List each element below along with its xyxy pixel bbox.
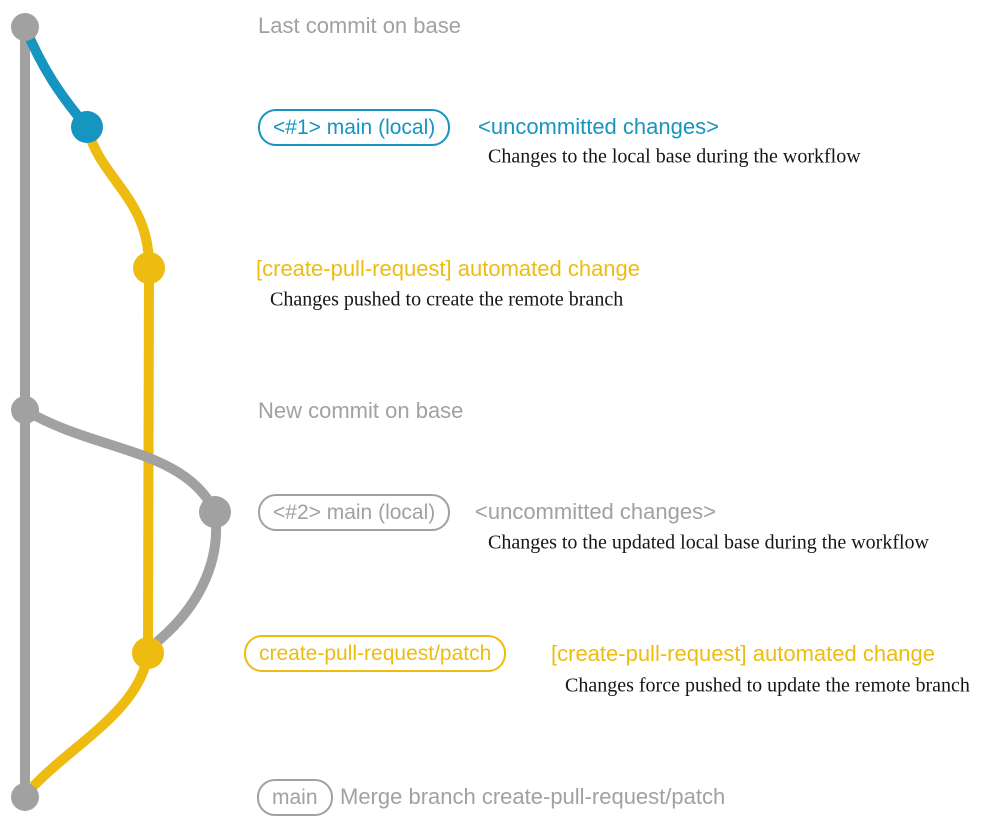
- branch-badge-main-local-2: <#2> main (local): [258, 494, 451, 531]
- commit-dot-main1: [71, 111, 103, 143]
- local-main-branch-curve: [20, 22, 92, 132]
- main2-to-patch-curve: [147, 507, 222, 651]
- commit-dot-automated1: [133, 252, 165, 284]
- branch-badge-main-local-1: <#1> main (local): [258, 109, 451, 146]
- commit-dot-last-base: [11, 13, 39, 41]
- annotation-new-commit-on-base: New commit on base: [258, 398, 464, 423]
- patch-merge-curve: [23, 648, 153, 797]
- event-title-automated-2: [create-pull-request] automated change: [551, 641, 936, 666]
- commit-dot-automated2: [132, 637, 164, 669]
- event-title-uncommitted-2: <uncommitted changes>: [475, 499, 716, 524]
- event-title-uncommitted-1: <uncommitted changes>: [478, 114, 719, 139]
- event-title-automated-1: [create-pull-request] automated change: [256, 256, 641, 281]
- patch-branch-curve: [82, 122, 155, 273]
- commit-dot-merge: [11, 783, 39, 811]
- event-caption-automated-1: Changes pushed to create the remote bran…: [270, 288, 624, 311]
- branch-badge-main: main: [257, 779, 333, 816]
- base-to-main2-curve: [20, 405, 220, 517]
- git-graph: [11, 13, 231, 811]
- event-caption-uncommitted-2: Changes to the updated local base during…: [488, 531, 929, 554]
- commit-dot-new-base: [11, 396, 39, 424]
- annotation-merge-branch: Merge branch create-pull-request/patch: [340, 784, 726, 809]
- event-caption-uncommitted-1: Changes to the local base during the wor…: [488, 145, 861, 168]
- event-caption-automated-2: Changes force pushed to update the remot…: [565, 674, 970, 697]
- annotation-last-commit-on-base: Last commit on base: [258, 13, 461, 38]
- branch-badge-patch: create-pull-request/patch: [244, 635, 507, 672]
- commit-dot-main2: [199, 496, 231, 528]
